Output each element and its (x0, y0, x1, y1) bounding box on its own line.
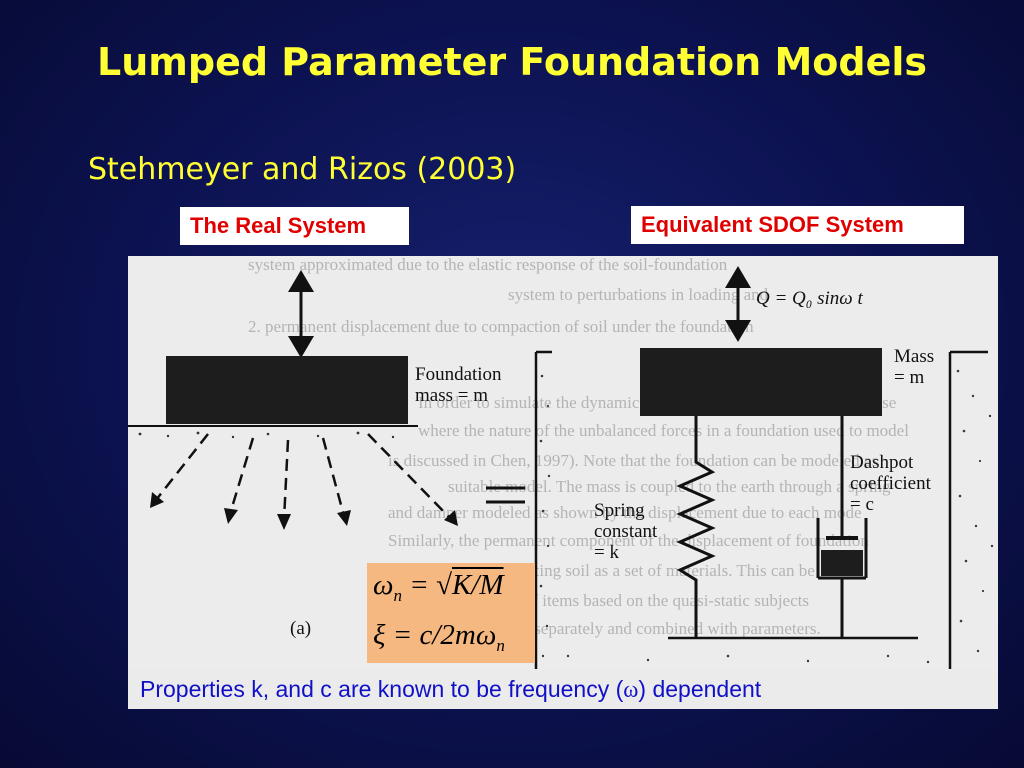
dashpot-icon (816, 416, 868, 638)
footer-text-start: Properties k, and c are known to be freq… (140, 676, 624, 702)
omega-subscript: n (393, 585, 402, 605)
mass-label-line-2: = m (894, 367, 924, 388)
footer-omega-symbol: ω (623, 677, 639, 702)
frequency-dependence-note: Properties k, and c are known to be freq… (128, 669, 998, 709)
bg-text-line: system approximated due to the elastic r… (248, 256, 728, 274)
dashpot-label-line-3: = c (850, 494, 874, 515)
foundation-model-figure: system approximated due to the elastic r… (128, 256, 998, 670)
bg-text-line: where the nature of the unbalanced force… (418, 421, 909, 440)
bg-text-line: 2. permanent displacement due to compact… (248, 317, 754, 336)
bg-text-line: and damper modeled as shown by the displ… (388, 503, 862, 522)
damping-ratio-formula: ξ = c/2mωn (373, 619, 505, 656)
footer-text-end: ) dependent (638, 676, 762, 702)
omega-subscript-2: n (496, 635, 505, 655)
omega-symbol: ω (373, 569, 394, 601)
natural-frequency-formula: ωn = √K/M (373, 569, 504, 606)
equivalent-system-label: Equivalent SDOF System (631, 206, 964, 244)
sdof-system-drawing: Q = Q₀ sinω t Mass = m Spring constant =… (534, 266, 994, 670)
slide-title: Lumped Parameter Foundation Models (97, 40, 927, 84)
real-system-label: The Real System (180, 207, 409, 245)
foundation-label-line-2: mass = m (415, 385, 488, 406)
spring-label-line-2: constant (594, 521, 658, 542)
dashpot-label-line-2: coefficient (850, 473, 932, 494)
spring-label-line-3: = k (594, 542, 619, 563)
xi-symbol: ξ (373, 619, 386, 651)
mass-label-line-1: Mass (894, 346, 934, 367)
bg-text-line: suitable model. The mass is coupled to t… (448, 477, 891, 496)
real-system-drawing: Foundation mass = m (a) (128, 270, 502, 639)
k-over-m: K/M (451, 569, 504, 601)
sqrt-symbol: √ (436, 569, 452, 601)
dashpot-label-line-1: Dashpot (850, 452, 914, 473)
panel-letter-a: (a) (290, 618, 311, 639)
spring-icon (676, 416, 716, 638)
equals-sign: = (401, 569, 437, 601)
sdof-mass-block (640, 348, 882, 416)
spring-label-line-1: Spring (594, 500, 645, 521)
foundation-mass-block (166, 356, 408, 424)
bg-text-line: is discussed in Chen, 1997). Note that t… (388, 451, 878, 470)
natural-frequency-formula-box: ωn = √K/M ξ = c/2mωn (367, 563, 535, 663)
load-label: Q = Q₀ sinω t (756, 288, 863, 309)
figure-drawing: system approximated due to the elastic r… (128, 256, 994, 670)
slide-subtitle: Stehmeyer and Rizos (2003) (88, 152, 517, 187)
background-scan-text: system approximated due to the elastic r… (248, 256, 909, 638)
damping-ratio-expression: = c/2mω (385, 619, 497, 651)
bg-text-line: Similarly, the permanent component of th… (388, 531, 869, 550)
equivalence-sign (486, 486, 525, 504)
foundation-label-line-1: Foundation (415, 364, 502, 385)
bg-text-line: system to perturbations in loading and (508, 285, 769, 304)
